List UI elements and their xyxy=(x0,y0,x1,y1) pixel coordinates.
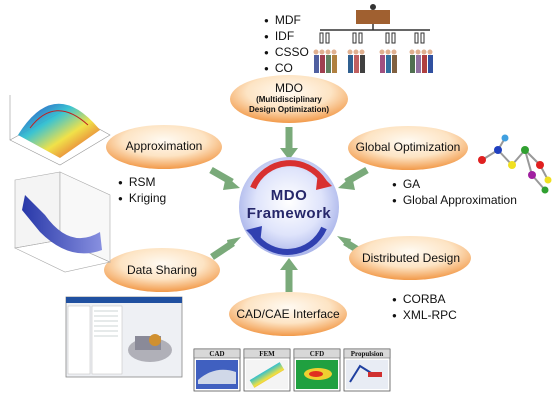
analysis-thumbnails xyxy=(193,348,391,392)
list-item: RSM xyxy=(118,175,166,191)
cycle-arrow-bottom xyxy=(251,226,327,255)
list-item: MDF xyxy=(264,13,309,29)
mdo-methods-list: MDF IDF CSSO CO xyxy=(264,13,309,77)
oval-approximation xyxy=(106,125,222,169)
mdo-node-subtitle-2: Design Optimization) xyxy=(249,105,329,114)
oval-global-optimization xyxy=(348,126,468,170)
surface-valley-plot xyxy=(14,171,111,273)
list-item: CORBA xyxy=(392,292,457,308)
approximation-node-label: Approximation xyxy=(125,139,203,153)
oval-distributed-design xyxy=(349,236,471,280)
org-chart-illustration xyxy=(313,4,433,73)
distributed-design-methods-list: CORBA XML-RPC xyxy=(392,292,457,324)
approximation-methods-list: RSM Kriging xyxy=(118,175,166,207)
list-item: CSSO xyxy=(264,45,309,61)
global-optimization-methods-list: GA Global Approximation xyxy=(392,177,517,209)
oval-mdo xyxy=(230,75,348,123)
thumbnail-label-propulsion: Propulsion xyxy=(350,350,384,358)
center-title-line1: MDO xyxy=(270,187,308,204)
list-item: GA xyxy=(392,177,517,193)
mdo-node-title: MDO xyxy=(275,81,303,95)
response-surface-plot xyxy=(9,95,111,166)
oval-cad-cae xyxy=(229,292,347,336)
data-sharing-node-label: Data Sharing xyxy=(126,263,198,277)
center-title: MDO Framework xyxy=(244,187,334,223)
software-screenshot xyxy=(65,296,183,378)
cad-cae-node-label: CAD/CAE Interface xyxy=(236,307,340,321)
center-disk xyxy=(239,157,339,257)
thumbnail-label-fem: FEM xyxy=(259,350,275,358)
list-item: CO xyxy=(264,61,309,77)
thumbnail-label-cfd: CFD xyxy=(309,350,325,358)
list-item: Global Approximation xyxy=(392,193,517,209)
mdo-node-subtitle-1: (Multidisciplinary xyxy=(256,95,322,104)
distributed-design-node-label: Distributed Design xyxy=(361,251,461,265)
list-item: Kriging xyxy=(118,191,166,207)
list-item: IDF xyxy=(264,29,309,45)
center-title-line2: Framework xyxy=(246,205,332,222)
thumbnail-label-cad: CAD xyxy=(209,350,225,358)
oval-data-sharing xyxy=(104,248,220,292)
cycle-arrow-top xyxy=(250,160,327,190)
mdo-node-label: MDO (Multidisciplinary Design Optimizati… xyxy=(232,82,346,115)
list-item: XML-RPC xyxy=(392,308,457,324)
global-optimization-node-label: Global Optimization xyxy=(355,140,461,154)
